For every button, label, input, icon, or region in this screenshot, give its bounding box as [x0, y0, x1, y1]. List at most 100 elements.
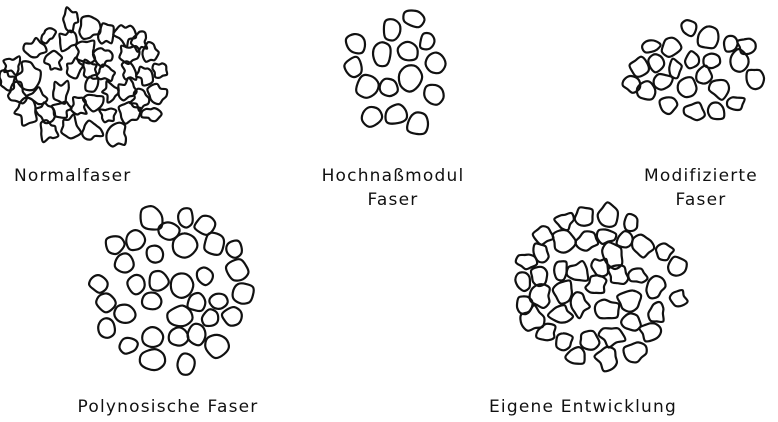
fiber-cross-section	[616, 289, 643, 313]
fiber-cross-section	[97, 317, 116, 339]
fiber-cross-section	[195, 266, 214, 287]
fiber-cross-section	[204, 333, 231, 360]
fiber-cross-section	[654, 242, 675, 262]
fiber-cross-section	[193, 214, 217, 236]
fiber-cross-section	[200, 308, 220, 328]
caption-line: Hochnaßmodul	[321, 166, 465, 186]
cluster-modifizierte	[621, 19, 766, 122]
fiber-cross-section	[647, 53, 666, 74]
caption-eigene-entwicklung: Eigene Entwicklung	[458, 395, 708, 419]
fiber-cross-section	[140, 291, 163, 311]
fiber-cross-section	[647, 300, 665, 324]
fiber-cross-section	[203, 231, 226, 256]
fiber-cross-section	[40, 27, 58, 45]
fiber-cross-section	[622, 341, 648, 364]
fiber-cross-section	[423, 83, 445, 106]
fiber-cross-section	[660, 36, 683, 58]
fiber-cross-section	[397, 64, 424, 93]
fiber-cross-section	[597, 326, 627, 349]
fiber-cross-section	[74, 39, 97, 65]
fiber-cross-section	[579, 329, 601, 351]
fiber-cross-section	[176, 352, 196, 376]
fiber-cross-section	[682, 101, 706, 122]
fiber-cross-section	[555, 332, 574, 352]
fiber-cross-section	[60, 113, 83, 140]
fiber-cross-section	[553, 211, 575, 232]
fiber-cross-section	[166, 304, 194, 328]
cluster-polynosische	[87, 205, 255, 376]
fiber-cross-section	[208, 292, 229, 310]
caption-line: Polynosische Faser	[77, 397, 259, 417]
fiber-cross-section	[565, 259, 590, 282]
fiber-cross-section	[668, 288, 689, 308]
fiber-cross-section	[564, 346, 586, 365]
fiber-cross-section	[145, 244, 165, 264]
fiber-cross-section	[43, 49, 64, 71]
fiber-cross-section	[141, 40, 160, 63]
fiber-cross-section	[39, 119, 60, 144]
fiber-cross-section	[220, 305, 243, 327]
fiber-cross-section	[139, 205, 164, 231]
fiber-cross-section	[418, 31, 436, 51]
fiber-cross-section	[0, 69, 16, 92]
fiber-cross-section	[186, 322, 207, 347]
fiber-cross-section	[225, 239, 243, 259]
fiber-cross-section	[344, 32, 367, 55]
caption-hochnassmodul: Hochnaßmodul Faser	[318, 164, 468, 212]
fiber-cross-section	[668, 57, 683, 80]
caption-line: Faser	[675, 190, 727, 210]
fiber-cross-section	[627, 267, 649, 284]
caption-line: Faser	[367, 190, 419, 210]
fiber-cross-section	[658, 96, 679, 116]
fiber-cross-section	[80, 119, 105, 141]
fiber-cross-section	[171, 232, 199, 259]
caption-line: Modifizierte	[644, 166, 758, 186]
fiber-cross-section	[695, 64, 714, 85]
fiber-cross-section	[126, 273, 146, 296]
fiber-cross-section	[702, 52, 722, 70]
caption-line: Normalfaser	[14, 166, 132, 186]
fiber-cross-section	[118, 336, 139, 355]
fiber-cross-section	[707, 78, 731, 101]
fiber-cross-section	[706, 101, 726, 121]
fiber-cross-section	[514, 271, 532, 293]
fiber-cross-section	[596, 201, 620, 228]
fiber-cross-section	[641, 39, 662, 54]
fiber-cross-section	[97, 22, 115, 45]
fiber-cross-section	[628, 55, 650, 78]
fiber-cross-section	[371, 41, 392, 68]
fiber-cross-section	[551, 279, 574, 305]
fiber-cross-section	[186, 291, 207, 313]
fiber-cross-section	[696, 25, 720, 50]
fiber-cross-section	[146, 82, 169, 106]
fiber-cross-section	[722, 34, 739, 53]
fiber-cross-section	[148, 269, 170, 292]
fiber-cross-section	[135, 65, 155, 87]
fiber-cross-section	[590, 257, 610, 278]
fiber-cross-section	[569, 291, 591, 320]
fiber-cross-section	[745, 68, 766, 91]
cluster-normalfaser	[0, 6, 169, 148]
fiber-cross-section	[514, 253, 539, 271]
fiber-cross-section	[623, 212, 639, 233]
fiber-cross-section	[169, 272, 195, 299]
fiber-cross-section	[630, 233, 656, 259]
caption-line: Eigene Entwicklung	[488, 397, 677, 417]
fiber-cross-section	[87, 274, 109, 294]
fiber-cross-section	[141, 326, 165, 349]
cluster-hochnassmodul	[343, 9, 447, 136]
fiber-cross-section	[95, 63, 117, 83]
fiber-cross-section	[406, 111, 430, 136]
caption-polynosische: Polynosische Faser	[48, 395, 288, 419]
fiber-cross-section	[84, 75, 100, 93]
fiber-cross-section	[151, 62, 169, 79]
cluster-eigene-entwicklung	[514, 201, 689, 373]
fiber-cross-section	[50, 100, 73, 120]
fiber-cross-section	[360, 105, 384, 128]
fiber-cross-section	[574, 230, 600, 252]
fiber-cross-section	[125, 229, 147, 252]
fiber-cross-section	[402, 9, 426, 29]
fiber-cross-section	[120, 60, 138, 81]
fiber-cross-section	[167, 326, 190, 347]
fiber-cross-section	[129, 30, 149, 53]
